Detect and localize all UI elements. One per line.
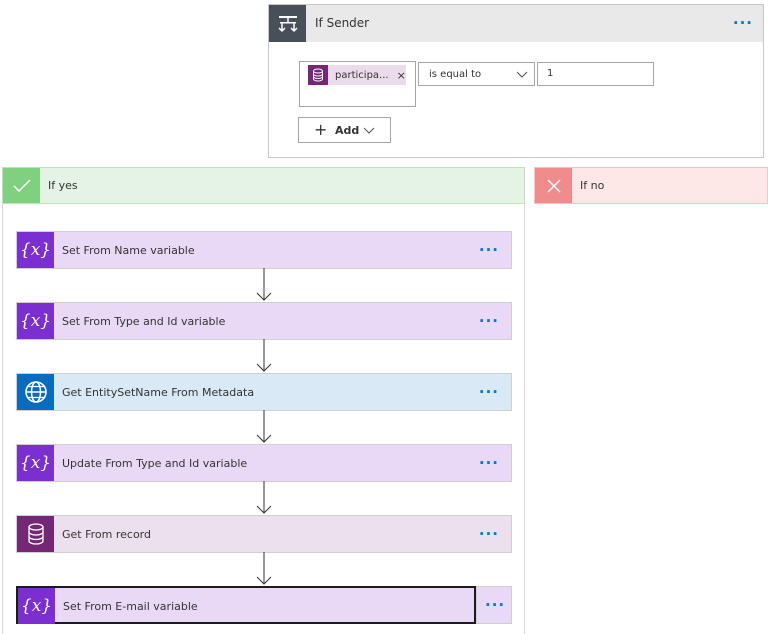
action-title: Set From Type and Id variable	[62, 315, 226, 328]
plus-icon: +	[314, 120, 328, 139]
action-title: Set From Name variable	[62, 244, 195, 257]
action-get-entitysetname[interactable]: Get EntitySetName From Metadata ···	[16, 373, 512, 411]
yes-branch-title: If yes	[48, 179, 78, 192]
no-branch-header[interactable]: If no	[534, 167, 768, 204]
dynamic-content-token[interactable]: participa... ×	[308, 65, 406, 85]
selected-action-menu-area[interactable]: ···	[476, 586, 512, 624]
chevron-down-icon	[516, 71, 528, 78]
right-operand-value: 1	[547, 68, 554, 79]
token-remove-button[interactable]: ×	[396, 68, 406, 82]
action-set-from-name[interactable]: {x} Set From Name variable ···	[16, 231, 512, 269]
token-label: participa...	[335, 69, 389, 81]
action-title: Get EntitySetName From Metadata	[62, 386, 255, 399]
arrow-down-icon	[256, 410, 272, 443]
close-icon	[535, 168, 572, 203]
condition-right-operand[interactable]: 1	[537, 62, 654, 86]
arrow-down-icon	[256, 481, 272, 514]
checkmark-icon	[3, 168, 40, 203]
no-branch-title: If no	[580, 179, 605, 192]
action-menu-button[interactable]: ···	[478, 383, 499, 401]
variable-icon: {x}	[18, 588, 55, 624]
action-menu-button[interactable]: ···	[478, 454, 499, 472]
variable-icon: {x}	[17, 303, 54, 339]
action-set-from-email[interactable]: {x} Set From E-mail variable	[16, 586, 476, 624]
variable-icon: {x}	[17, 232, 54, 268]
action-update-from-type-id[interactable]: {x} Update From Type and Id variable ···	[16, 444, 512, 482]
action-menu-button[interactable]: ···	[478, 525, 499, 543]
operator-select[interactable]: is equal to	[418, 62, 535, 86]
add-label: Add	[335, 124, 360, 137]
database-icon	[17, 516, 54, 552]
action-menu-button[interactable]: ···	[478, 312, 499, 330]
operator-value: is equal to	[429, 69, 482, 80]
condition-menu-button[interactable]: ···	[732, 14, 753, 32]
condition-left-operand[interactable]: participa... ×	[299, 61, 416, 107]
arrow-down-icon	[256, 268, 272, 301]
add-button[interactable]: + Add	[298, 117, 391, 143]
yes-branch-panel	[2, 167, 525, 634]
yes-branch-header[interactable]: If yes	[2, 167, 525, 204]
database-icon	[308, 65, 328, 85]
condition-icon	[269, 5, 306, 42]
variable-icon: {x}	[17, 445, 54, 481]
arrow-down-icon	[256, 339, 272, 372]
action-title: Set From E-mail variable	[63, 600, 198, 613]
action-get-from-record[interactable]: Get From record ···	[16, 515, 512, 553]
action-menu-button[interactable]: ···	[485, 596, 506, 614]
action-title: Update From Type and Id variable	[62, 457, 248, 470]
arrow-down-icon	[256, 552, 272, 585]
action-menu-button[interactable]: ···	[478, 241, 499, 259]
condition-title: If Sender	[315, 16, 370, 30]
chevron-down-icon	[363, 127, 375, 134]
action-title: Get From record	[62, 528, 151, 541]
globe-icon	[17, 374, 54, 410]
action-set-from-type-id[interactable]: {x} Set From Type and Id variable ···	[16, 302, 512, 340]
condition-header[interactable]: If Sender ···	[269, 5, 763, 42]
